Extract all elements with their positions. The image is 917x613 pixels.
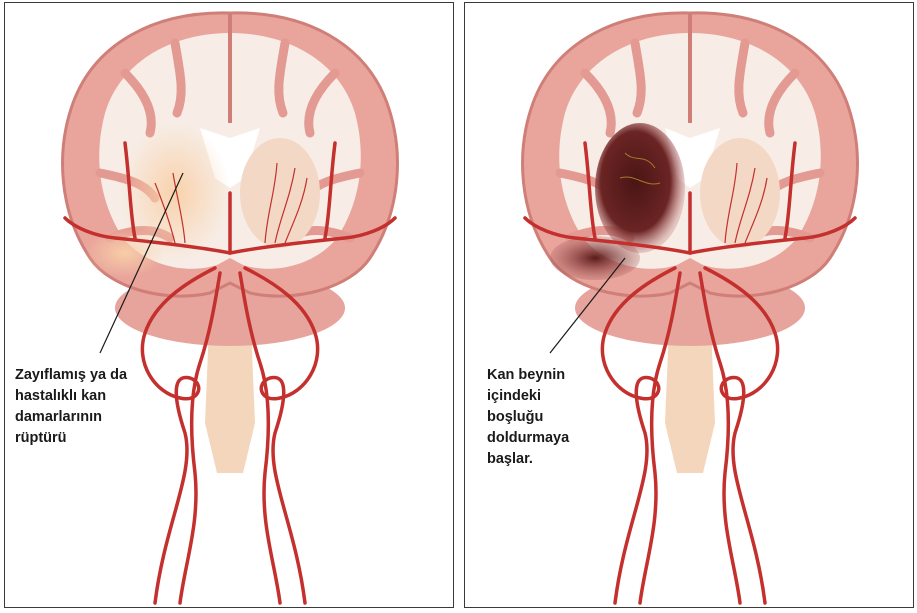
brain-illustration-left <box>5 3 454 608</box>
basal-ganglia-right <box>700 138 780 248</box>
basal-ganglia-right <box>240 138 320 248</box>
panel-hemorrhage: Kan beynin içindeki boşluğu doldurmaya b… <box>464 2 914 608</box>
callout-hemorrhage: Kan beynin içindeki boşluğu doldurmaya b… <box>487 365 607 470</box>
hemorrhage-main <box>595 123 685 253</box>
brain-illustration-right <box>465 3 914 608</box>
panel-weakened-vessels: Zayıflamış ya da hastalıklı kan damarlar… <box>4 2 454 608</box>
callout-weakened-vessels: Zayıflamış ya da hastalıklı kan damarlar… <box>15 365 155 449</box>
